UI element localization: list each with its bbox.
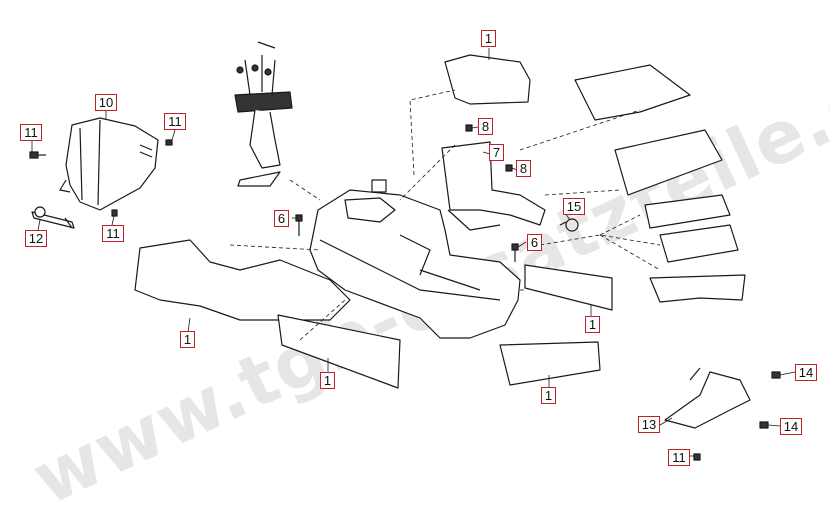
part-label-7: 7 [489,144,504,161]
part-label-1: 1 [320,372,335,389]
exploded-parts-diagram [29,41,796,461]
part-label-11: 11 [102,225,124,242]
bracket-part [441,141,546,231]
part-label-11: 11 [668,449,690,466]
bracket-clamp-part [31,206,75,229]
part-label-6: 6 [274,210,289,227]
part-label-15: 15 [563,198,585,215]
part-label-10: 10 [95,94,117,111]
leader-lines [229,89,661,341]
part-label-1: 1 [585,316,600,333]
part-label-13: 13 [638,416,660,433]
part-label-11: 11 [20,124,42,141]
part-label-14: 14 [780,418,802,435]
part-label-14: 14 [795,364,817,381]
fuel-pump-assembly [234,41,293,187]
guard-part [664,367,781,461]
foam-pad-part [134,54,746,389]
part-label-11: 11 [164,113,186,130]
part-label-1: 1 [180,331,195,348]
screw-icon [295,124,519,262]
part-label-8: 8 [516,160,531,177]
part-label-1: 1 [541,387,556,404]
part-label-8: 8 [478,118,493,135]
hose-clamp-part [559,218,579,232]
heat-shield-part [59,117,159,211]
fuel-tank-part [309,179,521,339]
part-label-12: 12 [25,230,47,247]
bolt-icon [29,139,173,217]
part-label-1: 1 [481,30,496,47]
part-label-6: 6 [527,234,542,251]
